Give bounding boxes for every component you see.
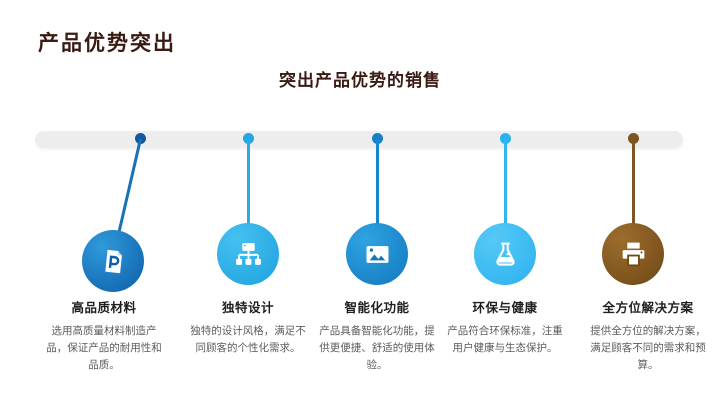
image-icon: [366, 245, 388, 263]
timeline-dot: [135, 133, 146, 144]
feature-title: 全方位解决方案: [602, 301, 694, 315]
feature-description: 产品具备智能化功能，提供更便捷、舒适的使用体验。: [319, 325, 435, 371]
pendulum-string: [632, 139, 635, 228]
feature-ball: [217, 223, 279, 285]
org-chart-icon: [235, 242, 261, 265]
feature-column: 智能化功能 产品具备智能化功能，提供更便捷、舒适的使用体验。: [314, 297, 440, 373]
flask-icon: [495, 242, 515, 266]
pendulum-string: [504, 139, 507, 228]
page-subtitle: 突出产品优势的销售: [279, 71, 441, 90]
feature-title: 环保与健康: [472, 301, 538, 315]
pendulum-string: [247, 139, 250, 228]
timeline-dot: [500, 133, 511, 144]
feature-description: 提供全方位的解决方案，满足顾客不同的需求和预算。: [590, 325, 706, 371]
feature-title: 高品质材料: [71, 301, 137, 315]
feature-description: 选用高质量材料制造产品，保证产品的耐用性和品质。: [46, 325, 162, 371]
timeline-dot: [628, 133, 639, 144]
feature-description: 独特的设计风格，满足不同顾客的个性化需求。: [190, 325, 306, 354]
page-title: 产品优势突出: [38, 32, 176, 55]
feature-column: 环保与健康 产品符合环保标准，注重用户健康与生态保护。: [442, 297, 568, 357]
pendulum-string: [376, 139, 379, 228]
feature-title: 智能化功能: [344, 301, 410, 315]
timeline-bar: [35, 131, 683, 148]
feature-ball: [82, 230, 144, 292]
document-p-icon: [104, 249, 122, 273]
feature-column: 独特设计 独特的设计风格，满足不同顾客的个性化需求。: [185, 297, 311, 357]
timeline-dot: [372, 133, 383, 144]
feature-column: 高品质材料 选用高质量材料制造产品，保证产品的耐用性和品质。: [41, 297, 167, 373]
feature-ball: [602, 223, 664, 285]
feature-column: 全方位解决方案 提供全方位的解决方案，满足顾客不同的需求和预算。: [585, 297, 711, 373]
feature-title: 独特设计: [221, 301, 274, 315]
pendulum-string: [117, 138, 142, 233]
feature-ball: [474, 223, 536, 285]
feature-ball: [346, 223, 408, 285]
feature-description: 产品符合环保标准，注重用户健康与生态保护。: [447, 325, 563, 354]
printer-icon: [622, 242, 644, 266]
timeline-dot: [243, 133, 254, 144]
